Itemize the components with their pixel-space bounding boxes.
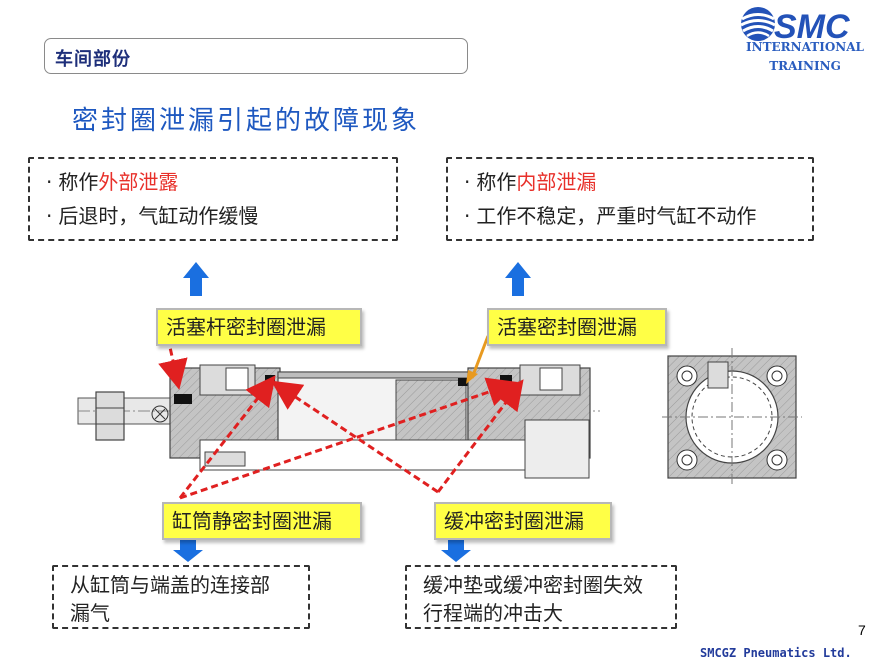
barrel-seal-pointer-1	[178, 375, 276, 499]
external-leak-box: ·称作外部泄露 ·后退时，气缸动作缓慢	[28, 157, 398, 241]
down-arrow-icon	[173, 538, 203, 562]
barrel-leak-line2: 漏气	[70, 601, 110, 625]
piston-seal-label: 活塞密封圈泄漏	[487, 308, 667, 346]
barrel-seal-pointer-2	[179, 377, 518, 500]
internal-highlight: 内部泄漏	[516, 170, 597, 194]
barrel-leak-detail-box: 从缸筒与端盖的连接部 漏气	[52, 565, 310, 629]
cylinder-side-view	[77, 364, 600, 479]
up-arrow-icon	[505, 262, 531, 296]
cylinder-end-view	[662, 348, 802, 486]
smc-logo-icon: SMC	[740, 7, 850, 46]
piston-seal-pointer-head	[466, 370, 478, 384]
internal-prefix: 称作	[476, 170, 517, 194]
cushion-seal-pointer-2	[436, 379, 524, 493]
cushion-leak-line2: 行程端的冲击大	[423, 601, 563, 625]
barrel-leak-line1: 从缸筒与端盖的连接部	[70, 573, 270, 597]
footer-company: SMCGZ Pneumatics Ltd.	[700, 646, 852, 660]
cushion-leak-line1: 缓冲垫或缓冲密封圈失效	[423, 573, 643, 597]
page-title: 密封圈泄漏引起的故障现象	[72, 106, 421, 136]
internal-leak-line1: ·称作内部泄漏	[464, 165, 812, 199]
external-leak-line1: ·称作外部泄露	[46, 165, 396, 199]
rod-seal-pointer	[158, 337, 188, 390]
cushion-seal-label: 缓冲密封圈泄漏	[434, 502, 612, 540]
piston-seal-pointer	[470, 335, 490, 379]
bullet: ·	[46, 204, 53, 228]
bullet: ·	[46, 170, 53, 194]
bullet: ·	[464, 170, 471, 194]
down-arrow-icon	[441, 538, 471, 562]
logo-line-training: TRAINING	[769, 59, 841, 73]
rod-seal-label: 活塞杆密封圈泄漏	[156, 308, 362, 346]
logo-wordmark: SMC	[774, 8, 850, 46]
cushion-leak-detail-box: 缓冲垫或缓冲密封圈失效 行程端的冲击大	[405, 565, 677, 629]
cylinder-diagram	[77, 262, 802, 562]
logo-line-international: INTERNATIONAL	[746, 40, 864, 54]
up-arrow-icon	[183, 262, 209, 296]
external-highlight: 外部泄露	[98, 170, 179, 194]
section-tag: 车间部份	[44, 38, 468, 74]
barrel-seal-label: 缸筒静密封圈泄漏	[162, 502, 362, 540]
external-leak-line2: ·后退时，气缸动作缓慢	[46, 199, 396, 233]
external-prefix: 称作	[58, 170, 99, 194]
internal-desc: 工作不稳定，严重时气缸不动作	[476, 204, 757, 228]
internal-leak-box: ·称作内部泄漏 ·工作不稳定，严重时气缸不动作	[446, 157, 814, 241]
bullet: ·	[464, 204, 471, 228]
page-number: 7	[858, 622, 866, 638]
internal-leak-line2: ·工作不稳定，严重时气缸不动作	[464, 199, 812, 233]
external-desc: 后退时，气缸动作缓慢	[58, 204, 259, 228]
